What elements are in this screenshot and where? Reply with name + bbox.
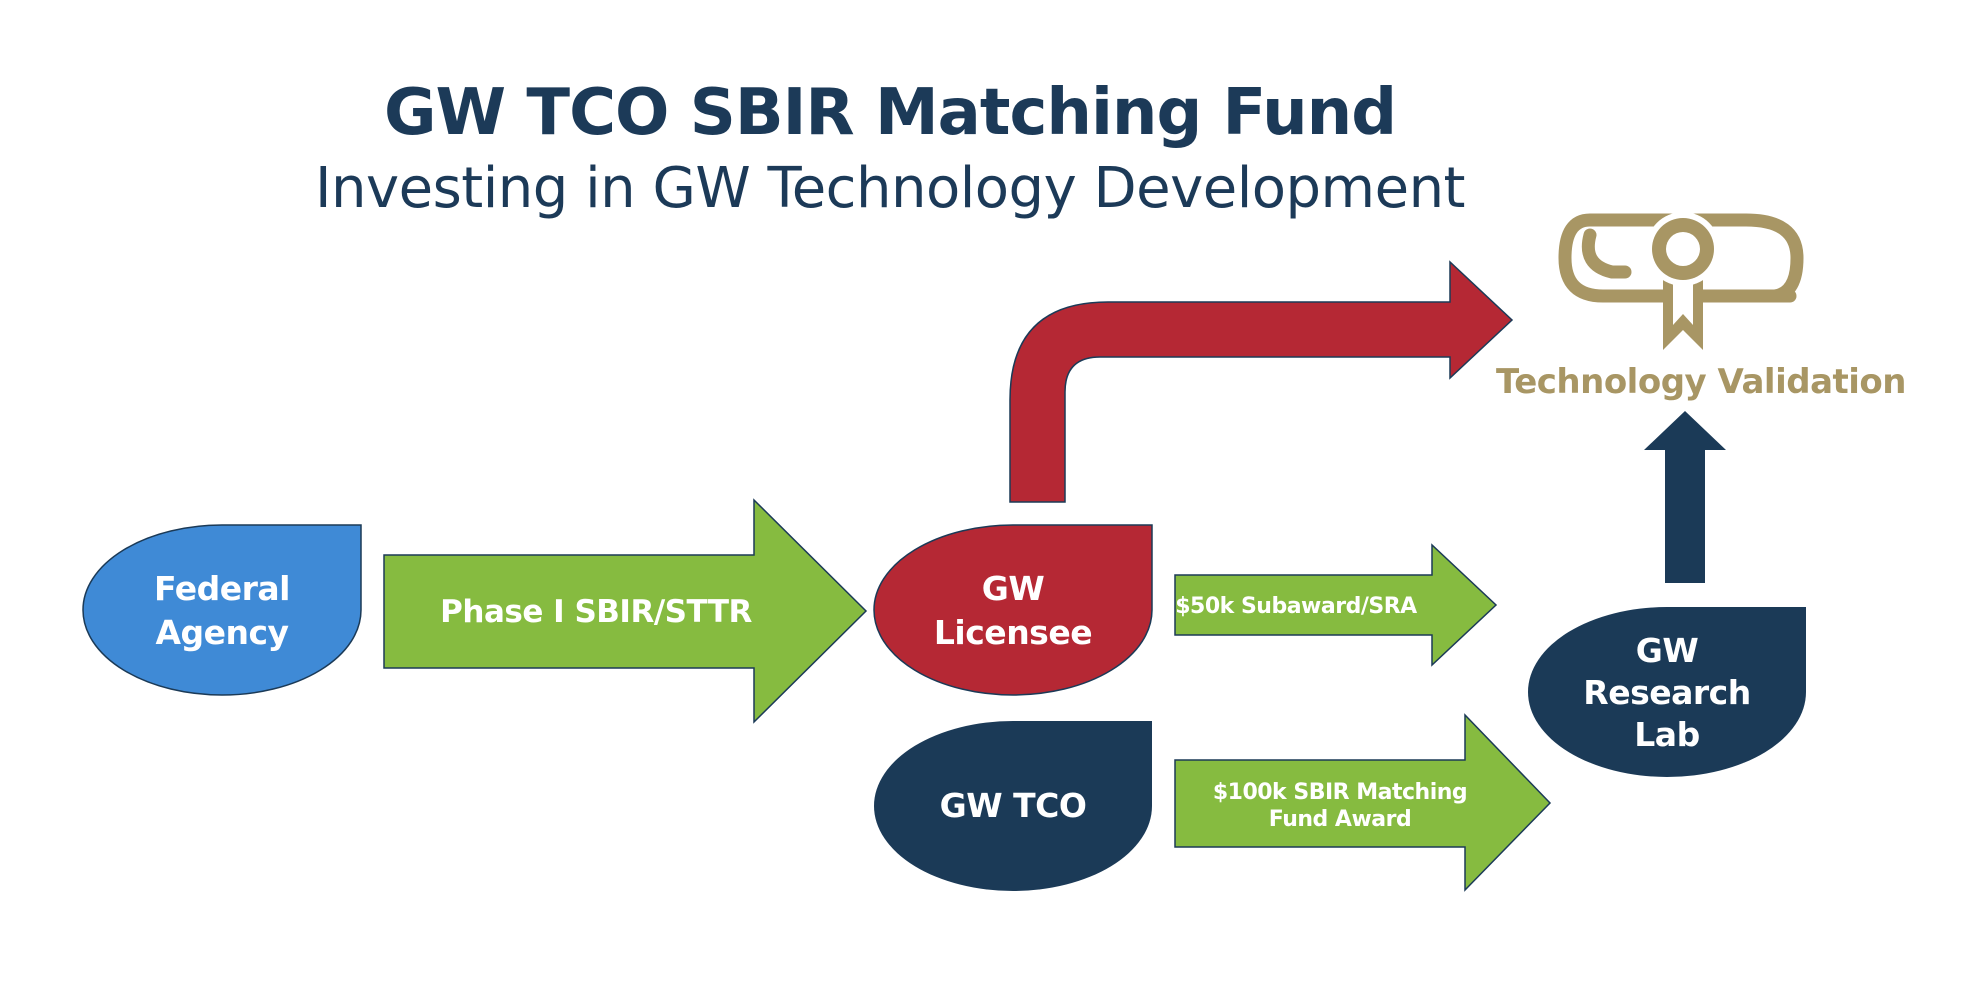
subaward-arrow-label: ≥$50k Subaward/SRA: [1157, 594, 1417, 619]
licensee-to-validation-arrow: [1009, 260, 1514, 503]
matching-fund-arrow-label-1: $100k SBIR Matching: [1213, 780, 1467, 805]
subaward-arrow: [1174, 543, 1498, 667]
phase1-arrow-label: Phase I SBIR/STTR: [440, 594, 752, 630]
federal-agency-label-2: Agency: [155, 613, 288, 652]
gw-research-lab-node: [1528, 607, 1806, 777]
page-subtitle: Investing in GW Technology Development: [315, 156, 1465, 221]
gw-licensee-label-1: GW: [982, 569, 1045, 608]
gw-tco-node: [874, 721, 1152, 891]
federal-agency-label-1: Federal: [154, 569, 290, 608]
lab-to-validation-arrow: [1644, 411, 1726, 583]
diploma-seal-icon: [1646, 212, 1720, 350]
federal-agency-node: [82, 524, 362, 696]
matching-fund-arrow: [1174, 713, 1552, 892]
phase1-arrow: [383, 498, 868, 724]
gw-research-lab-label-2: Research: [1583, 673, 1750, 712]
gw-research-lab-label-3: Lab: [1634, 715, 1699, 754]
gw-licensee-node: [873, 524, 1153, 696]
gw-research-lab-label-1: GW: [1636, 631, 1699, 670]
page-title: GW TCO SBIR Matching Fund: [384, 76, 1396, 150]
gw-tco-label: GW TCO: [940, 786, 1087, 825]
diploma-icon: [1558, 213, 1804, 303]
gw-licensee-label-2: Licensee: [934, 613, 1092, 652]
technology-validation-label: Technology Validation: [1496, 362, 1906, 402]
matching-fund-arrow-label-2: Fund Award: [1269, 807, 1411, 832]
